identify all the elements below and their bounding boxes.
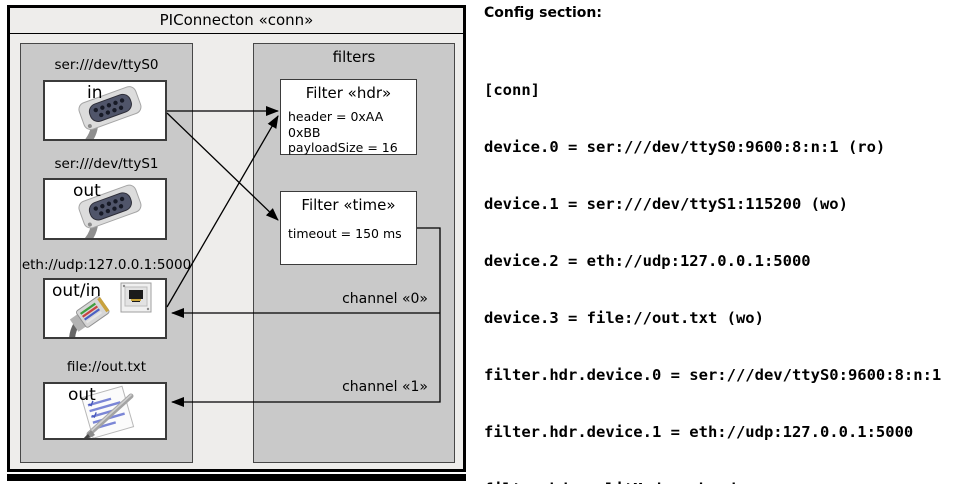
config-text: [conn] device.0 = ser:///dev/ttyS0:9600:…: [484, 43, 951, 484]
config-line: filter.hdr.splitMode = header: [484, 480, 951, 484]
ethernet-connector-icon: [69, 282, 152, 337]
filter-attribute: header = 0xAA 0xBB: [288, 109, 384, 140]
device-url-label: ser:///dev/ttyS1: [54, 156, 159, 172]
filter-box-hdr: Filter «hdr» header = 0xAA 0xBB payloadS…: [280, 79, 417, 155]
device-url-label: eth://udp:127.0.0.1:5000: [21, 257, 192, 273]
device-box-ttys0: in: [43, 80, 167, 141]
device-url-label: file://out.txt: [66, 359, 147, 375]
device-box-file: out: [43, 382, 167, 440]
diagram-title: PIConnecton «conn»: [10, 8, 463, 34]
config-line: device.1 = ser:///dev/ttyS1:115200 (wo): [484, 195, 848, 213]
serial-connector-icon: [78, 86, 142, 139]
config-line: device.0 = ser:///dev/ttyS0:9600:8:n:1 (…: [484, 138, 886, 156]
config-line: device.3 = file://out.txt (wo): [484, 309, 764, 327]
filter-title: Filter «hdr»: [305, 84, 392, 102]
filter-box-time: Filter «time» timeout = 150 ms: [280, 191, 417, 265]
channel-1-label: channel «1»: [342, 379, 428, 395]
filter-attribute: timeout = 150 ms: [288, 226, 402, 241]
filters-group-label: filters: [332, 48, 376, 66]
device-url-label: ser:///dev/ttyS0: [54, 57, 159, 73]
device-box-eth: out/in: [43, 278, 167, 339]
filter-attribute: payloadSize = 16: [288, 140, 398, 155]
device-port-label: out: [68, 385, 96, 405]
notepad-icon: [81, 385, 135, 438]
serial-connector-icon: [78, 184, 142, 238]
device-port-label: in: [87, 83, 103, 103]
config-line: filter.hdr.device.0 = ser:///dev/ttyS0:9…: [484, 366, 942, 384]
diagram-bottom-edge: [7, 474, 466, 481]
config-heading: Config section:: [484, 5, 602, 21]
device-port-label: out/in: [52, 281, 102, 301]
config-line: device.2 = eth://udp:127.0.0.1:5000: [484, 252, 811, 270]
device-port-label: out: [73, 181, 101, 201]
channel-0-label: channel «0»: [342, 291, 428, 307]
config-line: [conn]: [484, 81, 540, 99]
config-line: filter.hdr.device.1 = eth://udp:127.0.0.…: [484, 423, 914, 441]
filter-title: Filter «time»: [301, 196, 396, 214]
device-box-ttys1: out: [43, 178, 167, 240]
